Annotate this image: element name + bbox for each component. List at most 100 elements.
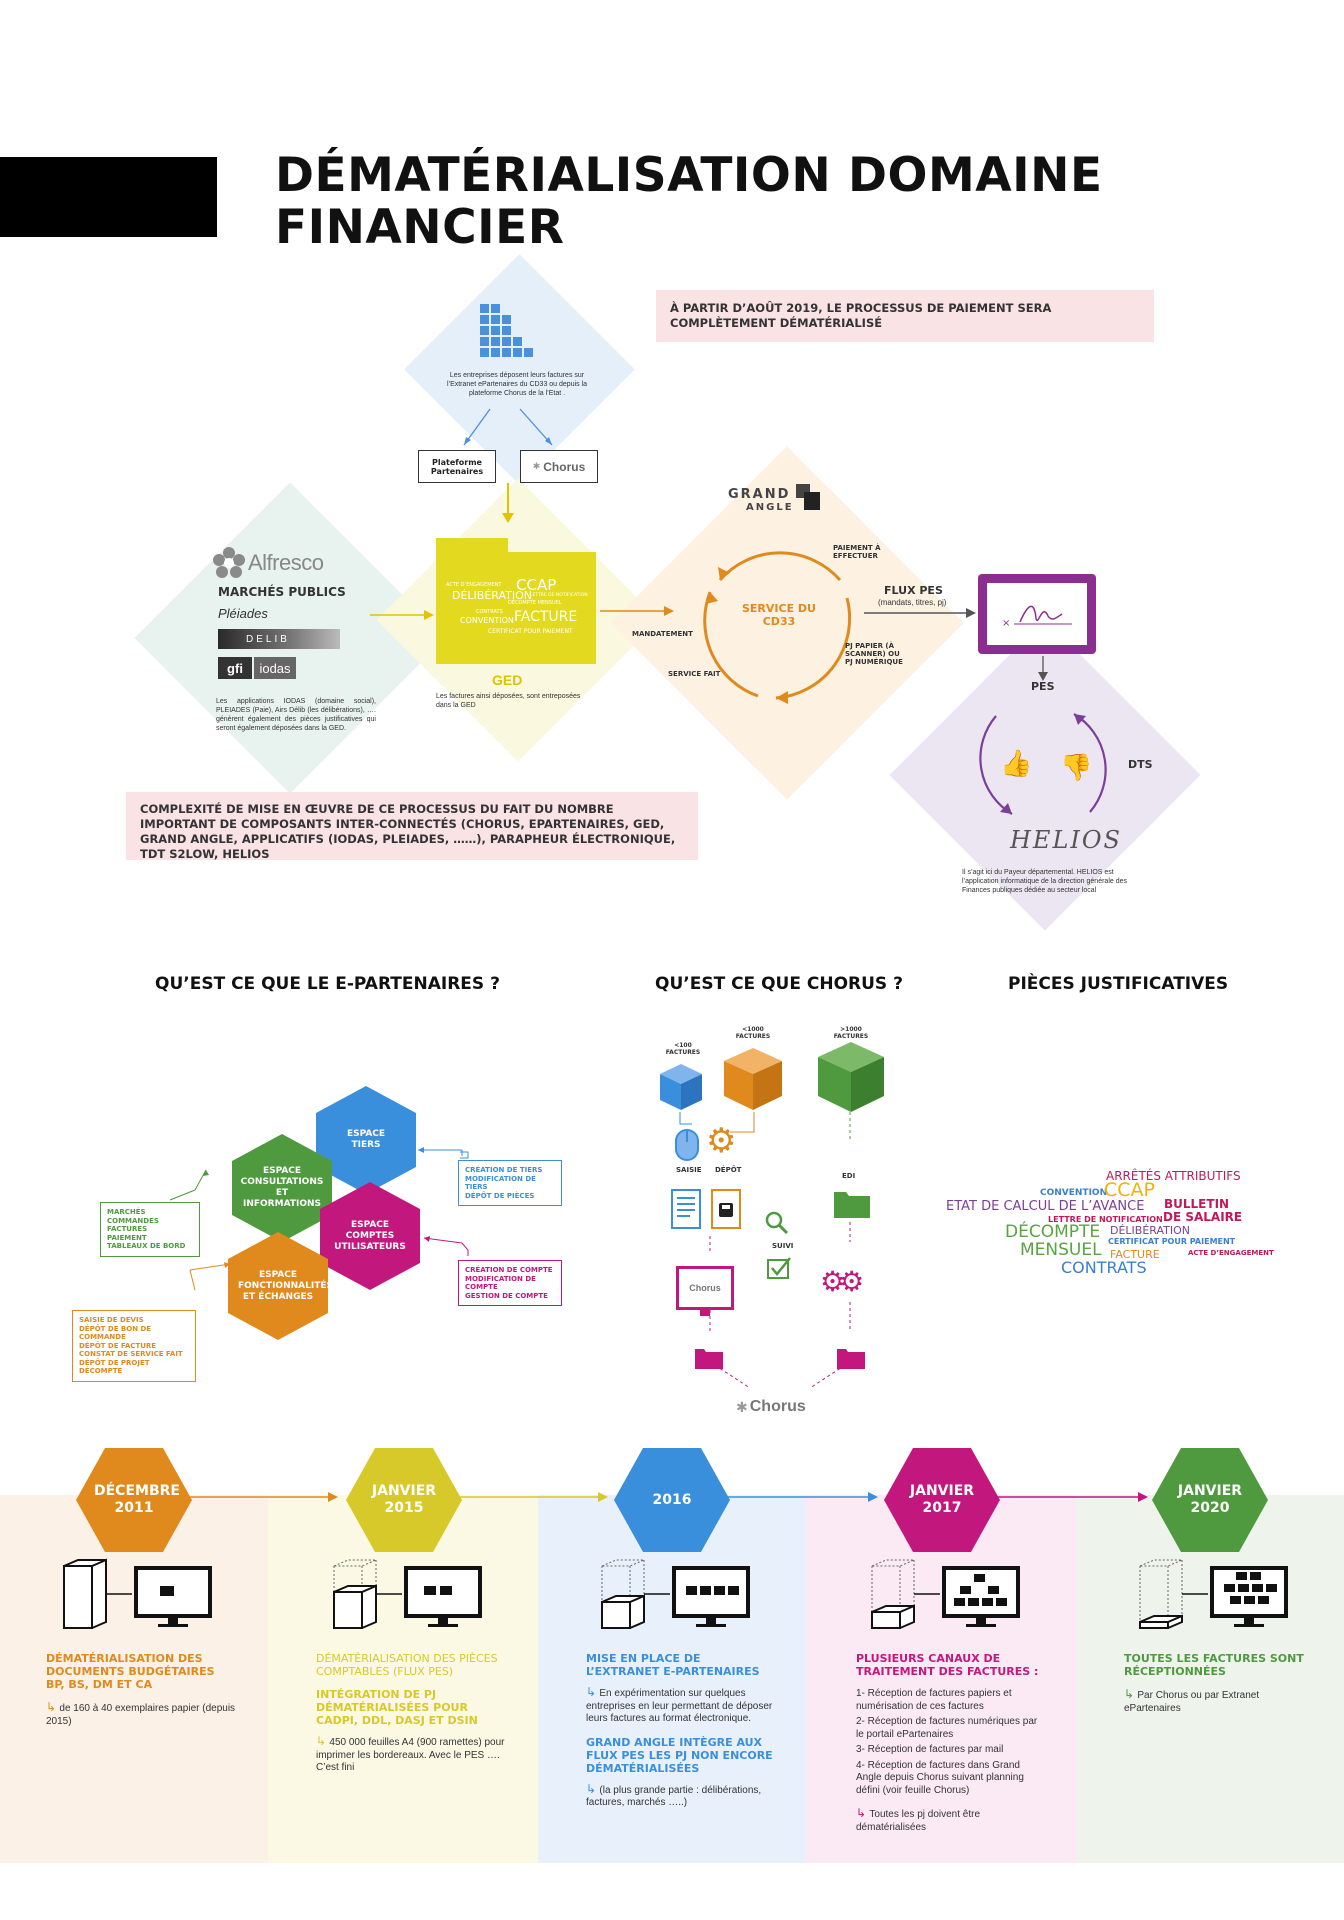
mandatement-label: MANDATEMENT: [632, 630, 693, 638]
ged-folder-word-6: CONVENTION: [460, 616, 514, 625]
timeline-icon-2020: [1139, 1559, 1288, 1629]
suivi-label: SUIVI: [772, 1242, 794, 1250]
gt1000-label: >1000 FACTURES: [833, 1026, 869, 1040]
arrow-ged-to-service: [600, 606, 674, 616]
timeline-hex-2015: JANVIER 2015: [346, 1448, 462, 1552]
pj-papier-label: PJ PAPIER (À SCANNER) OU PJ NUMÉRIQUE: [845, 642, 903, 666]
saisie-label: SAISIE: [676, 1166, 702, 1174]
wc-decompte: DÉCOMPTE: [1005, 1222, 1101, 1242]
timeline-hex-2017: JANVIER 2017: [884, 1448, 1000, 1552]
service-cd33-label: SERVICE DU CD33: [742, 602, 816, 628]
search-icon: [765, 1211, 789, 1235]
timeline-hex-2020: JANVIER 2020: [1152, 1448, 1268, 1552]
plateforme-partenaires-button[interactable]: Plateforme Partenaires: [418, 450, 496, 483]
timeline-heading2-2015: INTÉGRATION DE PJ DÉMATÉRIALISÉES POUR C…: [316, 1688, 478, 1727]
wc-bulletin: BULLETIN: [1164, 1197, 1230, 1211]
bullet-arrow-icon: ↳: [46, 1700, 60, 1714]
box-medium-icon: [724, 1048, 782, 1110]
bullet-arrow-icon: ↳: [1124, 1687, 1138, 1701]
flux-pes-sub: (mandats, titres, pj): [878, 598, 947, 607]
paiement-label: PAIEMENT À EFFECTUER: [833, 544, 881, 560]
timeline-text-2020: TOUTES LES FACTURES SONT RÉCEPTIONNÉES ↳…: [1124, 1652, 1314, 1715]
timeline-icon-2015: [333, 1559, 482, 1629]
timeline-col-2015: [268, 1495, 538, 1863]
pink-folder-left-icon: [695, 1349, 723, 1369]
pieces-section-title: PIÈCES JUSTIFICATIVES: [1008, 974, 1229, 994]
wc-lettre: LETTRE DE NOTIFICATION: [1048, 1215, 1163, 1224]
timeline-item-2017-3: 3- Réception de factures par mail: [856, 1744, 1004, 1755]
pink-folder-right-icon: [837, 1349, 865, 1369]
edi-label: EDI: [842, 1172, 856, 1180]
document-icon: [671, 1189, 701, 1229]
mouse-icon: [675, 1129, 699, 1161]
ged-folder-word-3: LETTRE DE NOTIFICATION: [530, 593, 588, 598]
page-title: DÉMATÉRIALISATION DOMAINE FINANCIER: [275, 148, 1103, 255]
ged-label: GED: [492, 672, 523, 688]
timeline-icon-2016: [601, 1559, 750, 1629]
svg-text:×: ×: [1002, 618, 1010, 629]
iodas-logo: iodas: [254, 657, 296, 679]
bullet-arrow-icon: ↳: [586, 1685, 600, 1699]
grand-angle-squares-icon: [796, 484, 820, 510]
timeline-icon-2011: [63, 1558, 212, 1629]
pleiades-logo: Pléiades: [218, 606, 268, 621]
gfi-logo: gfi: [218, 657, 252, 679]
timeline-item-2017-2: 2- Réception de factures numériques par …: [856, 1716, 1038, 1740]
timeline-icon-2017: [871, 1559, 1020, 1629]
ged-folder-word-8: CERTIFICAT POUR PAIEMENT: [488, 628, 573, 635]
note-aout-2019: À PARTIR D’AOÛT 2019, LE PROCESSUS DE PA…: [656, 290, 1154, 342]
buildings-icon: [480, 304, 533, 357]
timeline-heading-2015: DÉMATÉRIALISATION DES PIÈCES COMPTABLES …: [316, 1652, 498, 1678]
ged-folder-tab: [436, 538, 508, 554]
chorus-final-logo-icon: ✱: [736, 1398, 748, 1415]
wc-acte: ACTE D’ENGAGEMENT: [1188, 1249, 1274, 1257]
timeline-text-2016: MISE EN PLACE DE L’EXTRANET E-PARTENAIRE…: [586, 1652, 776, 1810]
timeline-heading-2020: TOUTES LES FACTURES SONT RÉCEPTIONNÉES: [1124, 1652, 1304, 1678]
wc-mensuel: MENSUEL: [1020, 1240, 1102, 1260]
timeline-col-2017: [806, 1495, 1076, 1863]
arrow-apps-to-ged: [370, 610, 434, 620]
timeline-heading-2016: MISE EN PLACE DE L’EXTRANET E-PARTENAIRE…: [586, 1652, 760, 1678]
arrow-down-ged: [502, 483, 514, 523]
timeline-item-2017-1: 1- Réception de factures papiers et numé…: [856, 1688, 1012, 1712]
ged-folder-word-7: FACTURE: [514, 609, 578, 625]
epart-connectors: [169, 1147, 469, 1291]
gear-icon: ⚙: [706, 1122, 737, 1160]
entreprises-text: Les entreprises déposent leurs factures …: [446, 372, 588, 397]
bullet-arrow-icon: ↳: [856, 1806, 870, 1820]
service-fait-label: SERVICE FAIT: [668, 670, 721, 678]
ged-folder-word-5: CONTRATS: [476, 609, 503, 615]
timeline-text-2015: DÉMATÉRIALISATION DES PIÈCES COMPTABLES …: [316, 1652, 505, 1773]
delib-logo: DELIB: [218, 629, 340, 649]
chorus-button[interactable]: ✱ Chorus: [520, 450, 598, 483]
wc-facture: FACTURE: [1110, 1248, 1160, 1261]
wc-etat: ETAT DE CALCUL DE L’AVANCE: [946, 1199, 1145, 1214]
ged-folder: [436, 552, 596, 664]
title-bar: [0, 157, 217, 237]
grand-angle-logo: GRAND ANGLE: [728, 487, 794, 513]
wc-salaire: DE SALAIRE: [1163, 1210, 1243, 1224]
ged-folder-word-1: CCAP: [516, 576, 557, 594]
timeline-col-2016: [538, 1495, 806, 1863]
wc-deliberation: DÉLIBÉRATION: [1110, 1224, 1191, 1237]
timeline-arrows: [190, 1492, 1148, 1502]
save-file-icon: [711, 1189, 741, 1229]
monitor-stand: [700, 1310, 710, 1316]
box-small-icon: [660, 1064, 702, 1110]
helios-text: Il s’agit ici du Payeur départemental. H…: [962, 869, 1127, 894]
box-large-icon: [818, 1042, 884, 1112]
wc-convention: CONVENTION: [1040, 1188, 1108, 1198]
chorus-logo-icon: ✱: [532, 461, 541, 471]
pes-dts-cycle: [979, 713, 1107, 815]
helios-logo: HELIOS: [1010, 826, 1122, 854]
timeline-text-2017: PLUSIEURS CANAUX DE TRAITEMENT DES FACTU…: [856, 1652, 1046, 1834]
alfresco-flower-icon: [213, 547, 245, 578]
check-icon: [767, 1257, 791, 1279]
timeline-heading-2011: DÉMATÉRIALISATION DES DOCUMENTS BUDGÉTAI…: [46, 1652, 215, 1691]
ged-folder-word-2: DÉLIBÉRATION: [452, 589, 533, 602]
dts-label: DTS: [1128, 758, 1153, 771]
double-gear-icon: ⚙⚙: [820, 1266, 864, 1297]
marches-publics-label: MARCHÉS PUBLICS: [218, 585, 346, 599]
